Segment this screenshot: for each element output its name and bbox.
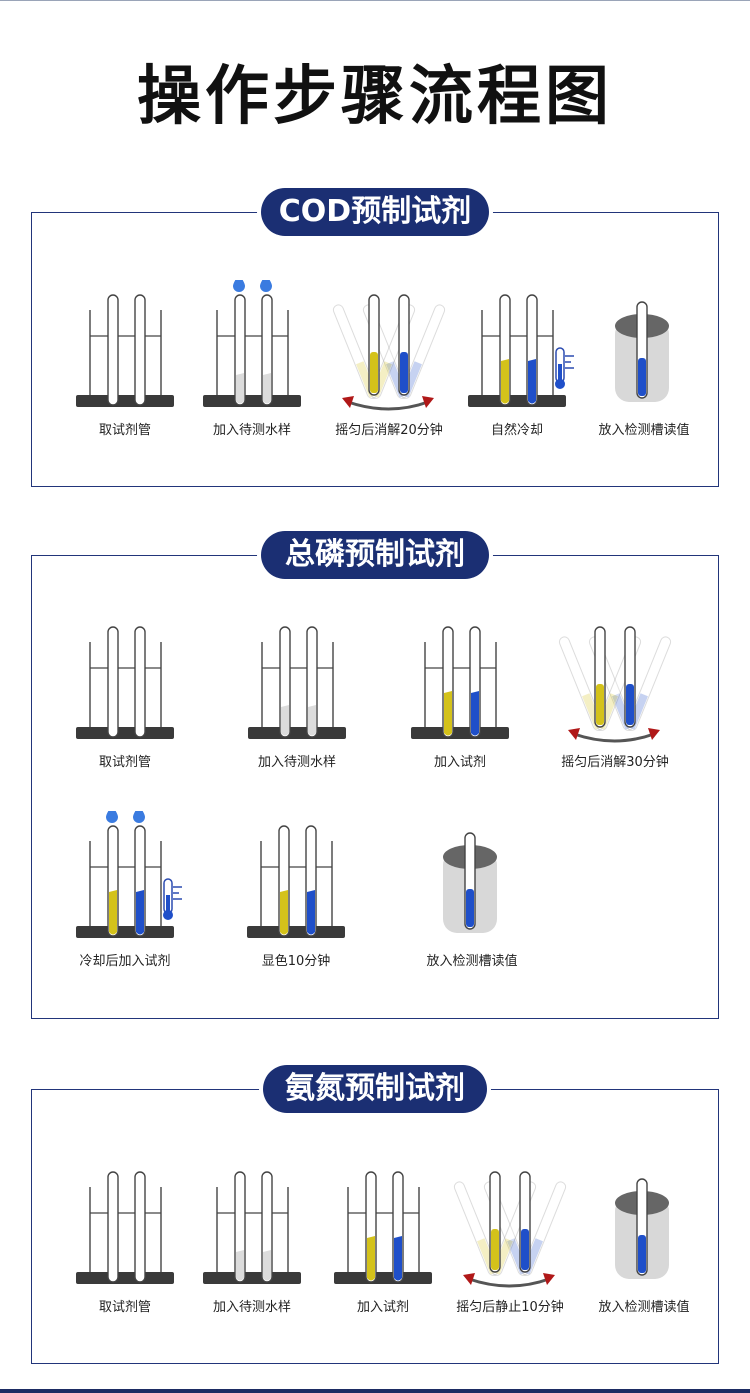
step-label: 加入待测水样: [257, 755, 336, 770]
tp-step-2: 加入待测水样: [222, 612, 372, 802]
bottom-divider: [0, 1389, 750, 1393]
detector-icon: [615, 1178, 669, 1279]
page-title: 操作步骤流程图: [137, 60, 613, 134]
step-label: 冷却后加入试剂: [79, 954, 171, 969]
step-label: 取试剂管: [98, 1300, 151, 1315]
nh3-step-3: 加入试剂: [308, 1157, 458, 1347]
rack-water-icon: [203, 1171, 301, 1284]
detector-icon: [615, 301, 669, 402]
step-label: 摇匀后消解20分钟: [335, 423, 443, 438]
rack-colored-icon: [411, 626, 509, 739]
cod-step-5: 放入检测槽读值: [569, 280, 719, 470]
step-label: 摇匀后静止10分钟: [456, 1300, 564, 1315]
tp-step-3: 加入试剂: [385, 612, 535, 802]
step-label: 取试剂管: [98, 423, 151, 438]
step-label: 加入试剂: [433, 755, 486, 770]
rack-water-icon: [248, 626, 346, 739]
nh3-step-1: 取试剂管: [50, 1157, 200, 1347]
rack-empty-icon: [76, 626, 174, 739]
rack-cool-icon: [468, 294, 574, 407]
step-label: 放入检测槽读值: [598, 423, 690, 438]
top-divider: [0, 0, 750, 1]
step-label: 自然冷却: [490, 423, 543, 438]
nh3-step-5: 放入检测槽读值: [569, 1157, 719, 1347]
nh3-step-4: 摇匀后静止10分钟: [435, 1157, 585, 1347]
rack-colored-icon: [334, 1171, 432, 1284]
step-label: 放入检测槽读值: [598, 1300, 690, 1315]
cod-step-2: 加入待测水样: [177, 280, 327, 470]
shake-icon: [558, 626, 672, 743]
cod-step-3: 摇匀后消解20分钟: [314, 280, 464, 470]
tp-step-7: 放入检测槽读值: [397, 811, 547, 1001]
step-label: 摇匀后消解30分钟: [561, 755, 669, 770]
tp-step-4: 摇匀后消解30分钟: [540, 612, 690, 802]
step-label: 显色10分钟: [261, 954, 331, 969]
section-cod-title: COD预制试剂: [261, 188, 489, 236]
step-label: 取试剂管: [98, 755, 151, 770]
rack-empty-icon: [76, 294, 174, 407]
rack-drops-cool-icon: [76, 811, 182, 938]
shake-icon: [332, 294, 446, 411]
rack-empty-icon: [76, 1171, 174, 1284]
rack-drops-icon: [203, 280, 301, 407]
tp-step-5: 冷却后加入试剂: [50, 811, 200, 1001]
tp-step-6: 显色10分钟: [221, 811, 371, 1001]
nh3-step-2: 加入待测水样: [177, 1157, 327, 1347]
step-label: 加入待测水样: [212, 423, 291, 438]
rack-colored-icon: [247, 825, 345, 938]
step-label: 加入待测水样: [212, 1300, 291, 1315]
section-tp-title: 总磷预制试剂: [261, 531, 489, 579]
section-nh3-title: 氨氮预制试剂: [263, 1065, 487, 1113]
cod-step-1: 取试剂管: [50, 280, 200, 470]
shake-icon: [453, 1171, 567, 1288]
step-label: 加入试剂: [356, 1300, 409, 1315]
cod-step-4: 自然冷却: [442, 280, 592, 470]
step-label: 放入检测槽读值: [426, 954, 518, 969]
detector-icon: [443, 832, 497, 933]
tp-step-1: 取试剂管: [50, 612, 200, 802]
